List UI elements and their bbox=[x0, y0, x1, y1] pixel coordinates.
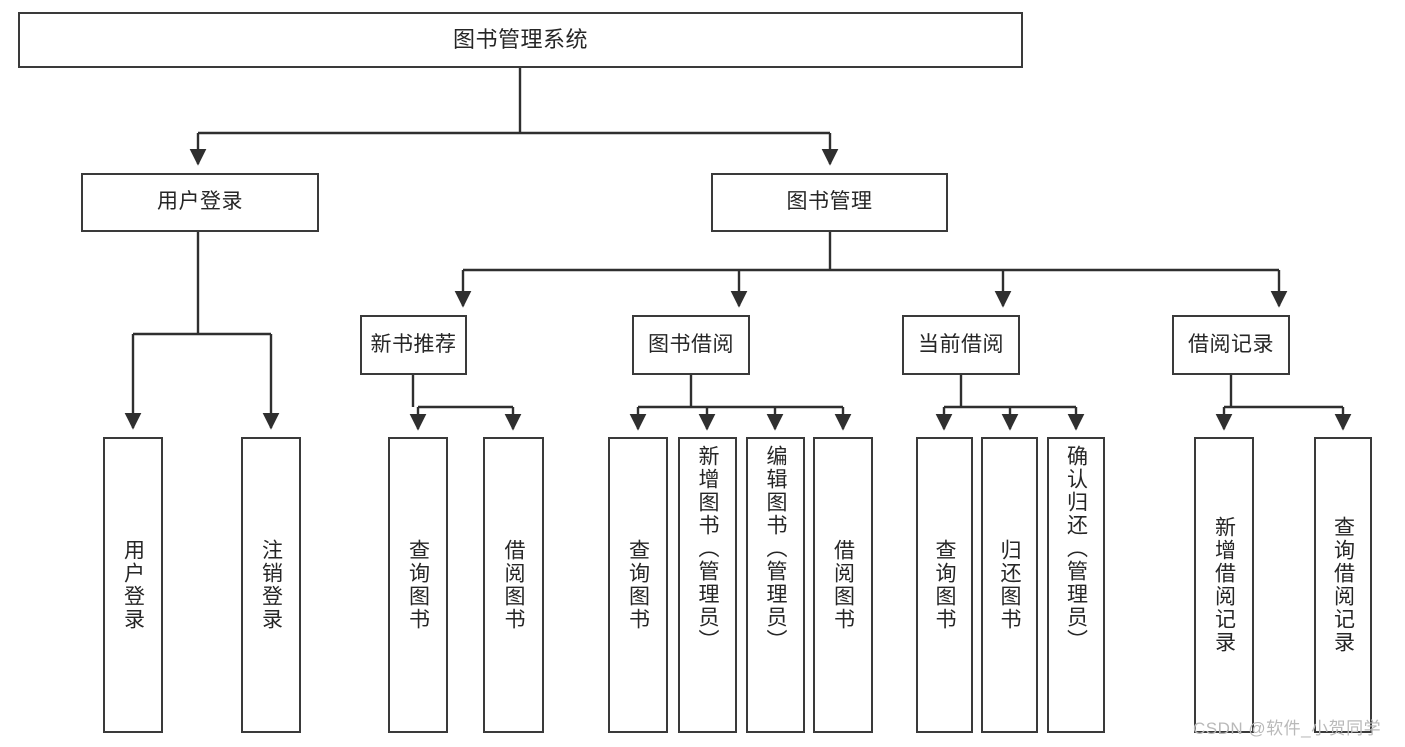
leaf-book-borrow-borrow[interactable]: 借阅图书 bbox=[813, 437, 873, 733]
node-book-borrow[interactable]: 图书借阅 bbox=[632, 315, 750, 375]
leaf-new-book-borrow[interactable]: 借阅图书 bbox=[483, 437, 544, 733]
leaf-book-borrow-add[interactable]: 新增图书（管理员） bbox=[678, 437, 737, 733]
node-borrow-record-label: 借阅记录 bbox=[1188, 332, 1274, 356]
leaf-borrow-record-query-label: 查询借阅记录 bbox=[1331, 516, 1355, 654]
leaf-borrow-record-add-label: 新增借阅记录 bbox=[1212, 516, 1236, 654]
leaf-book-borrow-query[interactable]: 查询图书 bbox=[608, 437, 668, 733]
leaf-book-borrow-edit[interactable]: 编辑图书（管理员） bbox=[746, 437, 805, 733]
node-new-book-recommend-label: 新书推荐 bbox=[370, 332, 457, 356]
node-book-borrow-label: 图书借阅 bbox=[648, 332, 734, 356]
leaf-book-borrow-add-label: 新增图书（管理员） bbox=[696, 445, 719, 652]
node-user-login[interactable]: 用户登录 bbox=[81, 173, 319, 232]
node-new-book-recommend[interactable]: 新书推荐 bbox=[360, 315, 467, 375]
leaf-current-borrow-confirm-return-label: 确认归还（管理员） bbox=[1064, 445, 1088, 652]
leaf-book-borrow-borrow-label: 借阅图书 bbox=[831, 539, 855, 631]
leaf-book-borrow-query-label: 查询图书 bbox=[626, 539, 650, 631]
node-current-borrow[interactable]: 当前借阅 bbox=[902, 315, 1020, 375]
node-book-manage-label: 图书管理 bbox=[786, 190, 873, 214]
node-book-manage[interactable]: 图书管理 bbox=[711, 173, 948, 232]
leaf-new-book-borrow-label: 借阅图书 bbox=[502, 539, 525, 631]
node-borrow-record[interactable]: 借阅记录 bbox=[1172, 315, 1290, 375]
leaf-current-borrow-query-label: 查询图书 bbox=[933, 539, 956, 631]
leaf-user-login-logout-label: 注销登录 bbox=[259, 539, 283, 631]
leaf-borrow-record-add[interactable]: 新增借阅记录 bbox=[1194, 437, 1254, 733]
leaf-current-borrow-confirm-return[interactable]: 确认归还（管理员） bbox=[1047, 437, 1105, 733]
leaf-borrow-record-query[interactable]: 查询借阅记录 bbox=[1314, 437, 1372, 733]
leaf-user-login-logout[interactable]: 注销登录 bbox=[241, 437, 301, 733]
leaf-new-book-query[interactable]: 查询图书 bbox=[388, 437, 448, 733]
node-root-label: 图书管理系统 bbox=[452, 27, 588, 53]
node-user-login-label: 用户登录 bbox=[157, 190, 243, 214]
leaf-book-borrow-edit-label: 编辑图书（管理员） bbox=[764, 445, 787, 652]
leaf-current-borrow-return[interactable]: 归还图书 bbox=[981, 437, 1038, 733]
leaf-user-login-login[interactable]: 用户登录 bbox=[103, 437, 163, 733]
leaf-current-borrow-return-label: 归还图书 bbox=[998, 539, 1021, 631]
leaf-current-borrow-query[interactable]: 查询图书 bbox=[916, 437, 973, 733]
leaf-user-login-login-label: 用户登录 bbox=[121, 539, 145, 631]
node-root[interactable]: 图书管理系统 bbox=[18, 12, 1023, 68]
leaf-new-book-query-label: 查询图书 bbox=[406, 539, 430, 631]
watermark: CSDN @软件_小贺同学 bbox=[1193, 719, 1382, 738]
node-current-borrow-label: 当前借阅 bbox=[918, 332, 1004, 356]
